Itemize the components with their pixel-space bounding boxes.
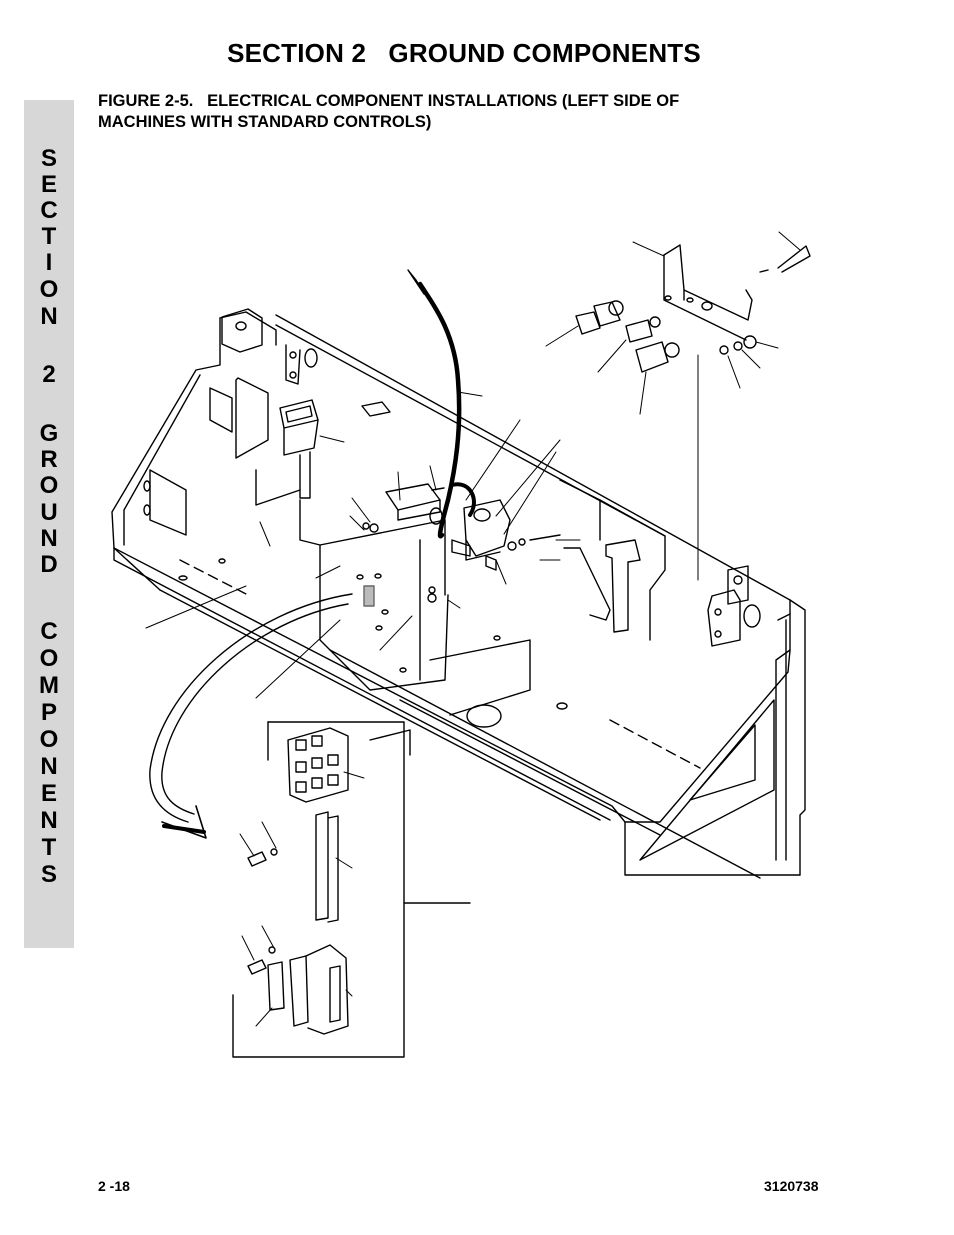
side-tab-letter: G <box>39 420 59 447</box>
switch-cluster <box>362 483 561 603</box>
figure-title: FIGURE 2-5. ELECTRICAL COMPONENT INSTALL… <box>98 91 818 133</box>
page-number: 2 -18 <box>98 1178 130 1194</box>
cable-harness <box>407 269 476 539</box>
side-tab-letter: C <box>40 197 58 224</box>
figure-title-line-2: MACHINES WITH STANDARD CONTROLS) <box>98 113 432 131</box>
side-tab-letter: 2 <box>42 361 56 388</box>
side-tab-letter: E <box>40 171 57 198</box>
side-tab-letter: O <box>39 276 59 303</box>
side-tab-letter: I <box>45 249 53 276</box>
side-tab-letter: S <box>40 145 57 172</box>
leader-lines <box>145 231 801 1027</box>
side-tab-letter: T <box>41 223 57 250</box>
side-tab-letter: D <box>40 551 58 578</box>
relay-board-inset <box>232 721 471 1058</box>
side-tab-letter: R <box>40 446 58 473</box>
left-hinge-bracket <box>221 308 318 385</box>
side-tab-letter: U <box>40 499 58 526</box>
side-tab-letter: E <box>40 780 57 807</box>
side-tab-letter: S <box>40 861 57 888</box>
side-tab-letter: T <box>41 834 57 861</box>
side-tab-letter: C <box>40 618 58 645</box>
side-tab-letter: M <box>39 672 59 699</box>
side-tab-letter: O <box>39 645 59 672</box>
side-tab-letter: P <box>40 699 57 726</box>
section-side-tab: S E C T I O N 2 G R O U N D C O M P O N … <box>24 100 74 948</box>
figure-title-line-1: FIGURE 2-5. ELECTRICAL COMPONENT INSTALL… <box>98 92 680 110</box>
section-title: SECTION 2 GROUND COMPONENTS <box>227 38 701 68</box>
side-tab-letter: O <box>39 726 59 753</box>
detail-arrow <box>149 585 375 839</box>
side-tab-letter: N <box>40 807 58 834</box>
side-tab-letter: N <box>40 525 58 552</box>
mounting-brackets <box>563 539 791 647</box>
side-tab-letter: N <box>40 753 58 780</box>
top-connector <box>279 399 391 499</box>
document-number: 3120738 <box>764 1178 819 1194</box>
control-panel-plate <box>575 244 811 373</box>
chassis-frame <box>111 311 806 879</box>
side-tab-letter: N <box>40 303 58 330</box>
side-tab-letter: O <box>39 472 59 499</box>
